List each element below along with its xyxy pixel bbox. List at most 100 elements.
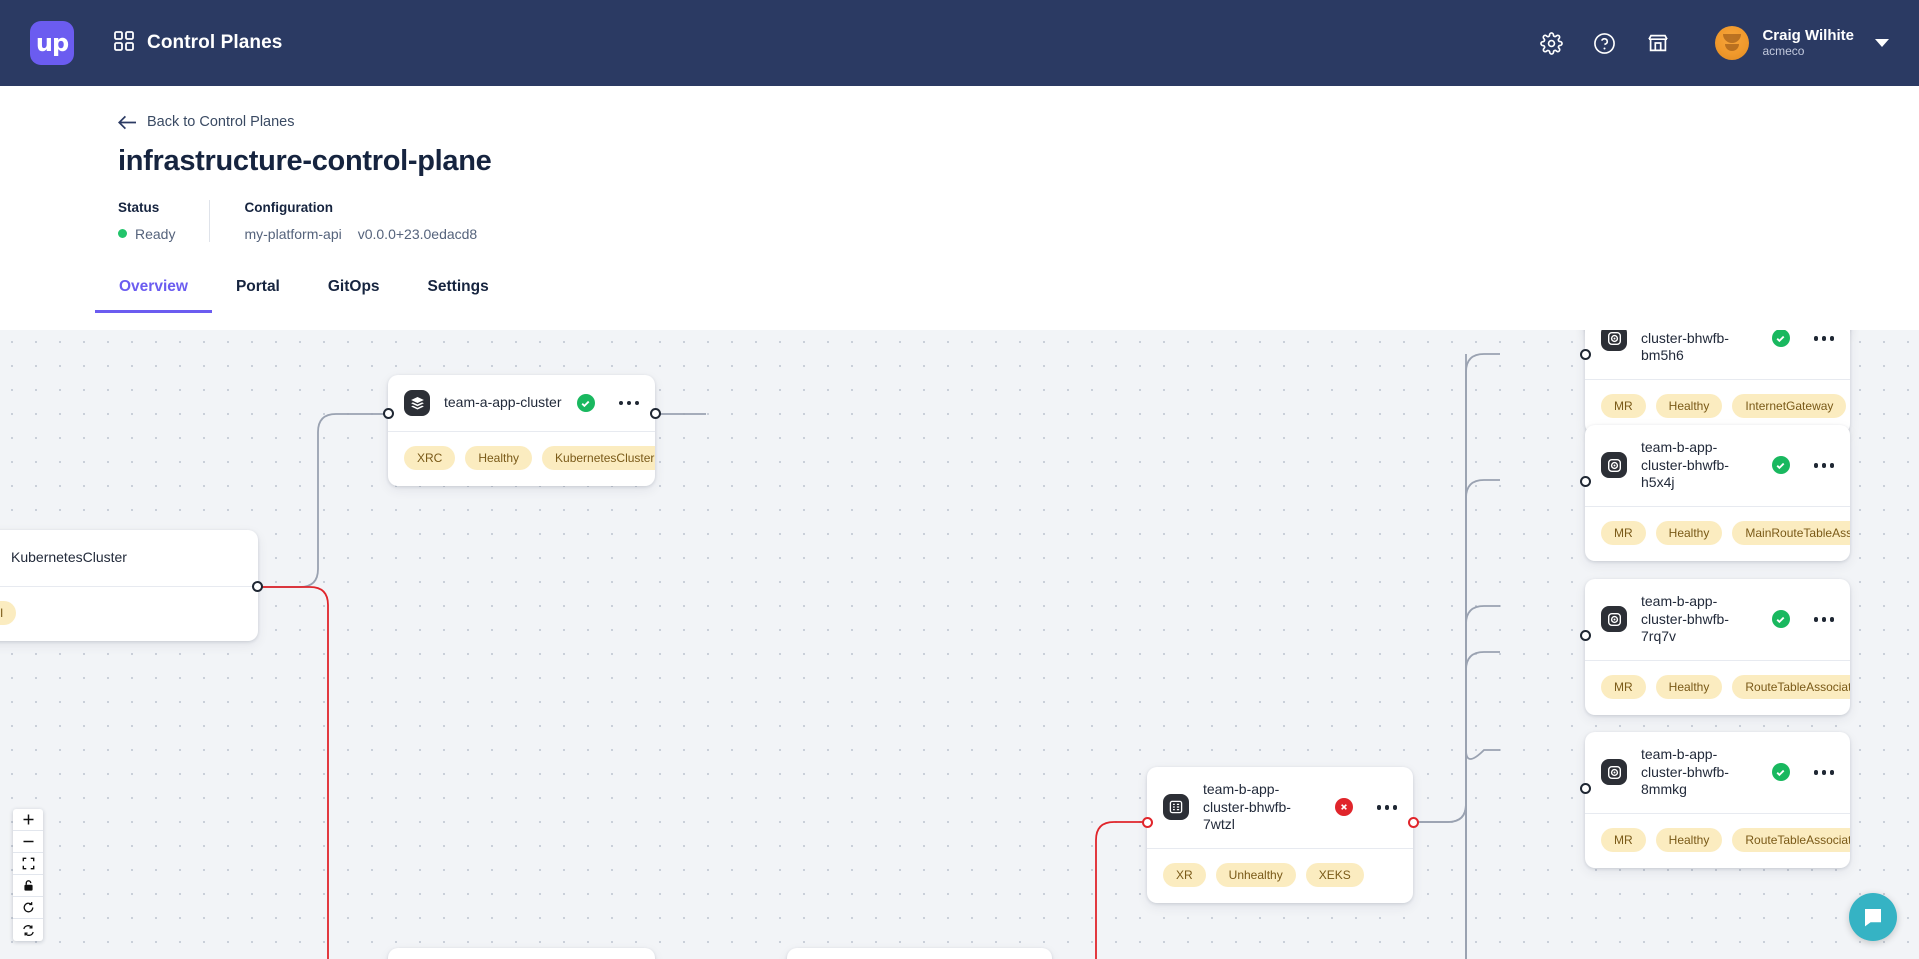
status-healthy-icon: [1771, 610, 1790, 629]
resource-graph-canvas[interactable]: K KubernetesCluster API team-a-app-clust…: [0, 330, 1919, 959]
tab-portal[interactable]: Portal: [212, 268, 304, 313]
chat-bubble-icon[interactable]: [1849, 893, 1897, 941]
node-title: team-b-app-cluster-bhwfb-7wtzl: [1203, 781, 1291, 832]
node-tag: Healthy: [465, 446, 533, 470]
marketplace-icon[interactable]: [1644, 30, 1671, 57]
fit-view-button[interactable]: [13, 853, 43, 875]
user-org: acmeco: [1762, 43, 1805, 58]
managed-resource-icon: [1601, 330, 1627, 352]
node-handle-right[interactable]: [252, 581, 263, 592]
graph-node-bhwfb-h5x4j[interactable]: team-b-app-cluster-bhwfb-h5x4j MR Health…: [1585, 425, 1850, 561]
node-divider: [1147, 847, 1413, 849]
graph-node-kubernetescluster[interactable]: K KubernetesCluster API: [0, 530, 258, 641]
node-tag: MainRouteTableAssociation: [1732, 520, 1850, 545]
node-divider: [388, 431, 655, 432]
status-healthy-icon: [576, 394, 595, 412]
node-handle-right[interactable]: [650, 408, 661, 419]
page-title: infrastructure-control-plane: [118, 144, 492, 177]
managed-resource-icon: [1601, 452, 1627, 479]
status-healthy-icon: [1771, 763, 1790, 782]
graph-controls: [13, 809, 43, 941]
node-menu-button[interactable]: [1813, 617, 1834, 622]
user-name: Craig Wilhite: [1762, 26, 1854, 44]
node-tags: XR Unhealthy XEKS: [1147, 849, 1413, 903]
graph-node-bhwfb-8mmkg[interactable]: team-b-app-cluster-bhwfb-8mmkg MR Health…: [1585, 732, 1850, 868]
managed-resource-icon: [1601, 606, 1627, 633]
node-handle-right[interactable]: [1408, 817, 1419, 828]
node-handle-left[interactable]: [1142, 817, 1153, 828]
tab-gitops-label: GitOps: [327, 277, 380, 295]
graph-node-team-b-app-cluster-bhwfb[interactable]: team-b-app-cluster-bhwfb XR Unhealthy XK…: [787, 948, 1052, 959]
user-menu[interactable]: Craig Wilhite acmeco: [1715, 26, 1889, 60]
graph-node-bhwfb-bm5h6[interactable]: team-b-app-cluster-bhwfb-bm5h6 MR Health…: [1585, 330, 1850, 434]
node-title: team-b-app-cluster-bhwfb-7rq7v: [1641, 593, 1729, 644]
node-handle-left[interactable]: [1580, 630, 1591, 641]
managed-resource-icon: [1601, 759, 1627, 786]
node-tag: MR: [1601, 674, 1646, 699]
tab-settings-label: Settings: [427, 277, 489, 295]
node-divider: [1585, 378, 1850, 380]
chevron-down-icon: [1875, 39, 1889, 47]
lock-icon[interactable]: [13, 875, 43, 897]
help-icon[interactable]: [1591, 30, 1618, 57]
node-handle-left[interactable]: [383, 408, 394, 419]
tab-overview-label: Overview: [119, 277, 188, 295]
node-tag: InternetGateway: [1732, 393, 1847, 418]
node-handle-left[interactable]: [1580, 349, 1591, 360]
tab-settings[interactable]: Settings: [404, 268, 513, 313]
status-block: Status Ready: [118, 200, 209, 242]
node-divider: [1585, 505, 1850, 507]
upbound-logo[interactable]: up: [30, 21, 74, 65]
stack-icon: [404, 390, 430, 416]
nav-control-planes[interactable]: Control Planes: [114, 30, 283, 56]
node-menu-button[interactable]: [1813, 770, 1834, 775]
tab-overview[interactable]: Overview: [95, 268, 212, 313]
metadata-row: Status Ready Configuration my-platform-a…: [118, 199, 1919, 242]
graph-node-team-b-app-cluster[interactable]: team-b-app-cluster XRC Unhealthy Kuberne…: [388, 948, 655, 959]
node-menu-button[interactable]: [1813, 336, 1834, 341]
configuration-value-row: my-platform-api v0.0.0+23.0edacd8: [244, 226, 477, 242]
zoom-in-button[interactable]: [13, 809, 43, 831]
configuration-name: my-platform-api: [244, 225, 342, 242]
tab-gitops[interactable]: GitOps: [304, 268, 404, 313]
node-tag: XR: [1163, 862, 1206, 887]
node-tag: XRC: [404, 446, 456, 470]
graph-node-team-a-app-cluster[interactable]: team-a-app-cluster XRC Healthy Kubernete…: [388, 375, 655, 486]
node-divider: [0, 586, 258, 587]
sync-icon[interactable]: [13, 919, 43, 941]
node-tag: RouteTableAssociation: [1732, 827, 1850, 852]
node-menu-button[interactable]: [1376, 805, 1397, 810]
zoom-out-button[interactable]: [13, 831, 43, 853]
node-tag: Healthy: [1655, 674, 1723, 699]
node-divider: [1585, 812, 1850, 814]
node-handle-left[interactable]: [1580, 476, 1591, 487]
node-header: team-b-app-cluster-bhwfb-bm5h6: [1585, 330, 1850, 379]
tab-portal-label: Portal: [235, 277, 280, 295]
node-tag: Healthy: [1655, 827, 1723, 852]
page-header: Back to Control Planes infrastructure-co…: [0, 86, 1919, 242]
node-title: team-b-app-cluster-bhwfb-8mmkg: [1641, 746, 1729, 797]
graph-node-bhwfb-7rq7v[interactable]: team-b-app-cluster-bhwfb-7rq7v MR Health…: [1585, 579, 1850, 715]
node-tags: XRC Healthy KubernetesCluster: [388, 432, 655, 486]
graph-node-bhwfb-7wtzl[interactable]: team-b-app-cluster-bhwfb-7wtzl XR Unheal…: [1147, 767, 1413, 903]
status-healthy-icon: [1771, 456, 1790, 475]
gear-icon[interactable]: [1538, 30, 1565, 57]
node-tags: MR Healthy RouteTableAssociation: [1585, 661, 1850, 715]
node-header: team-a-app-cluster: [388, 375, 655, 431]
status-unhealthy-icon: [1334, 798, 1353, 817]
node-menu-button[interactable]: [1813, 463, 1834, 468]
back-to-control-planes-link[interactable]: Back to Control Planes: [118, 114, 295, 130]
grid-icon: [114, 30, 134, 56]
node-divider: [1585, 659, 1850, 661]
configuration-label: Configuration: [244, 199, 333, 215]
node-handle-left[interactable]: [1580, 783, 1591, 794]
node-header: team-b-app-cluster-bhwfb-8mmkg: [1585, 732, 1850, 813]
nav-title: Control Planes: [147, 32, 283, 53]
node-header: K KubernetesCluster: [0, 530, 258, 586]
reset-icon[interactable]: [13, 897, 43, 919]
node-menu-button[interactable]: [618, 400, 639, 406]
back-link-label: Back to Control Planes: [147, 114, 295, 130]
logo-text: up: [35, 29, 69, 57]
composite-icon: [1163, 794, 1189, 821]
node-title: KubernetesCluster: [11, 549, 127, 566]
